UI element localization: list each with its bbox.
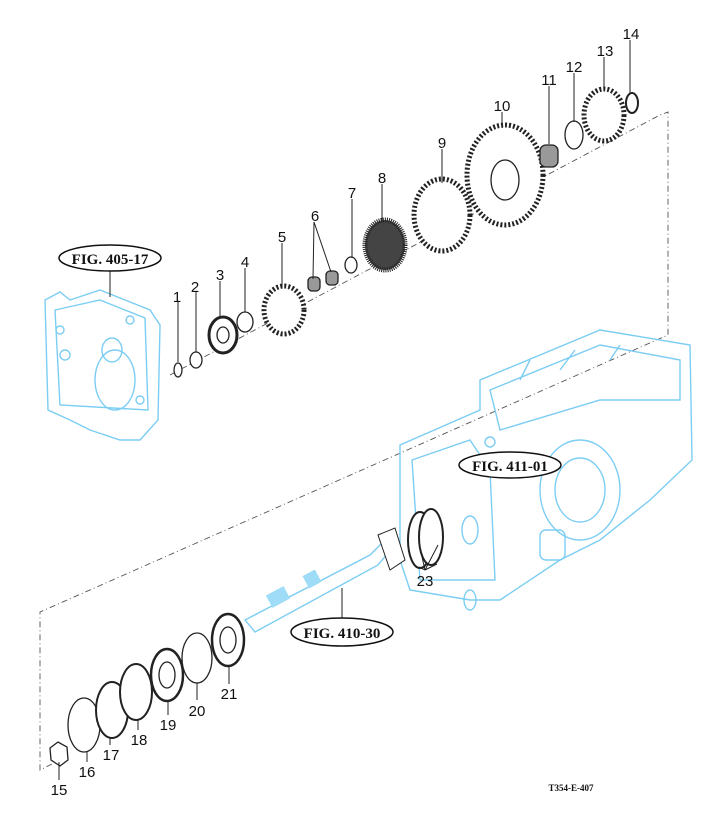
callout-14: 14 [623, 26, 640, 43]
callout-18: 18 [131, 732, 148, 749]
part-18-ring [119, 663, 153, 721]
callout-4: 4 [241, 254, 249, 271]
part-2-washer [189, 351, 203, 369]
fig-ref-405-17[interactable]: FIG. 405-17 [58, 244, 162, 272]
callout-11: 11 [541, 72, 557, 89]
callout-5: 5 [278, 229, 286, 246]
svg-text:FIG. 410-30: FIG. 410-30 [304, 626, 381, 642]
part-11-needle-bearing [539, 144, 559, 168]
callout-9: 9 [438, 135, 446, 152]
callout-8: 8 [378, 170, 386, 187]
part-21-bearing [210, 612, 246, 668]
part-8-coupler [362, 217, 408, 273]
part-9-gear [411, 176, 473, 254]
callout-15: 15 [51, 782, 68, 799]
part-19-bearing [149, 647, 185, 703]
part-1-snap-ring [173, 362, 183, 378]
housing-411-01 [399, 329, 693, 611]
drawing-code: T354-E-407 [549, 783, 595, 793]
leader-lines [58, 40, 631, 780]
callout-7: 7 [348, 185, 356, 202]
part-6-bushing [325, 270, 339, 286]
svg-text:FIG. 411-01: FIG. 411-01 [472, 459, 548, 475]
fig-ref-411-01[interactable]: FIG. 411-01 [458, 451, 562, 479]
callout-21: 21 [221, 686, 238, 703]
callout-13: 13 [597, 43, 614, 60]
callout-10: 10 [494, 98, 511, 115]
fig-ref-410-30[interactable]: FIG. 410-30 [290, 617, 394, 647]
callout-19: 19 [160, 717, 177, 734]
part-23-ring [418, 508, 444, 566]
part-12-washer [564, 120, 584, 150]
callout-1: 1 [173, 289, 181, 306]
shaft-410-30 [243, 527, 406, 633]
part-6-bushing [307, 276, 321, 292]
part-13-gear [581, 86, 627, 144]
callout-16: 16 [79, 764, 96, 781]
housing-405-17 [44, 289, 161, 441]
part-14-snap-ring [625, 92, 639, 114]
callout-12: 12 [566, 59, 583, 76]
callout-6: 6 [311, 208, 319, 225]
callout-2: 2 [191, 279, 199, 296]
part-20-seal [181, 632, 213, 684]
callout-17: 17 [103, 747, 120, 764]
callout-3: 3 [216, 267, 224, 284]
part-3-bearing [207, 315, 239, 355]
assembly-centerline [39, 111, 669, 771]
part-4-washer [236, 311, 254, 333]
part-5-gear [261, 283, 307, 337]
part-15-nut [49, 741, 69, 767]
callout-20: 20 [189, 703, 206, 720]
callout-23: 23 [417, 573, 434, 590]
svg-text:FIG. 405-17: FIG. 405-17 [72, 252, 149, 268]
part-10-hub [490, 159, 520, 201]
part-7-snap-ring [344, 256, 358, 274]
